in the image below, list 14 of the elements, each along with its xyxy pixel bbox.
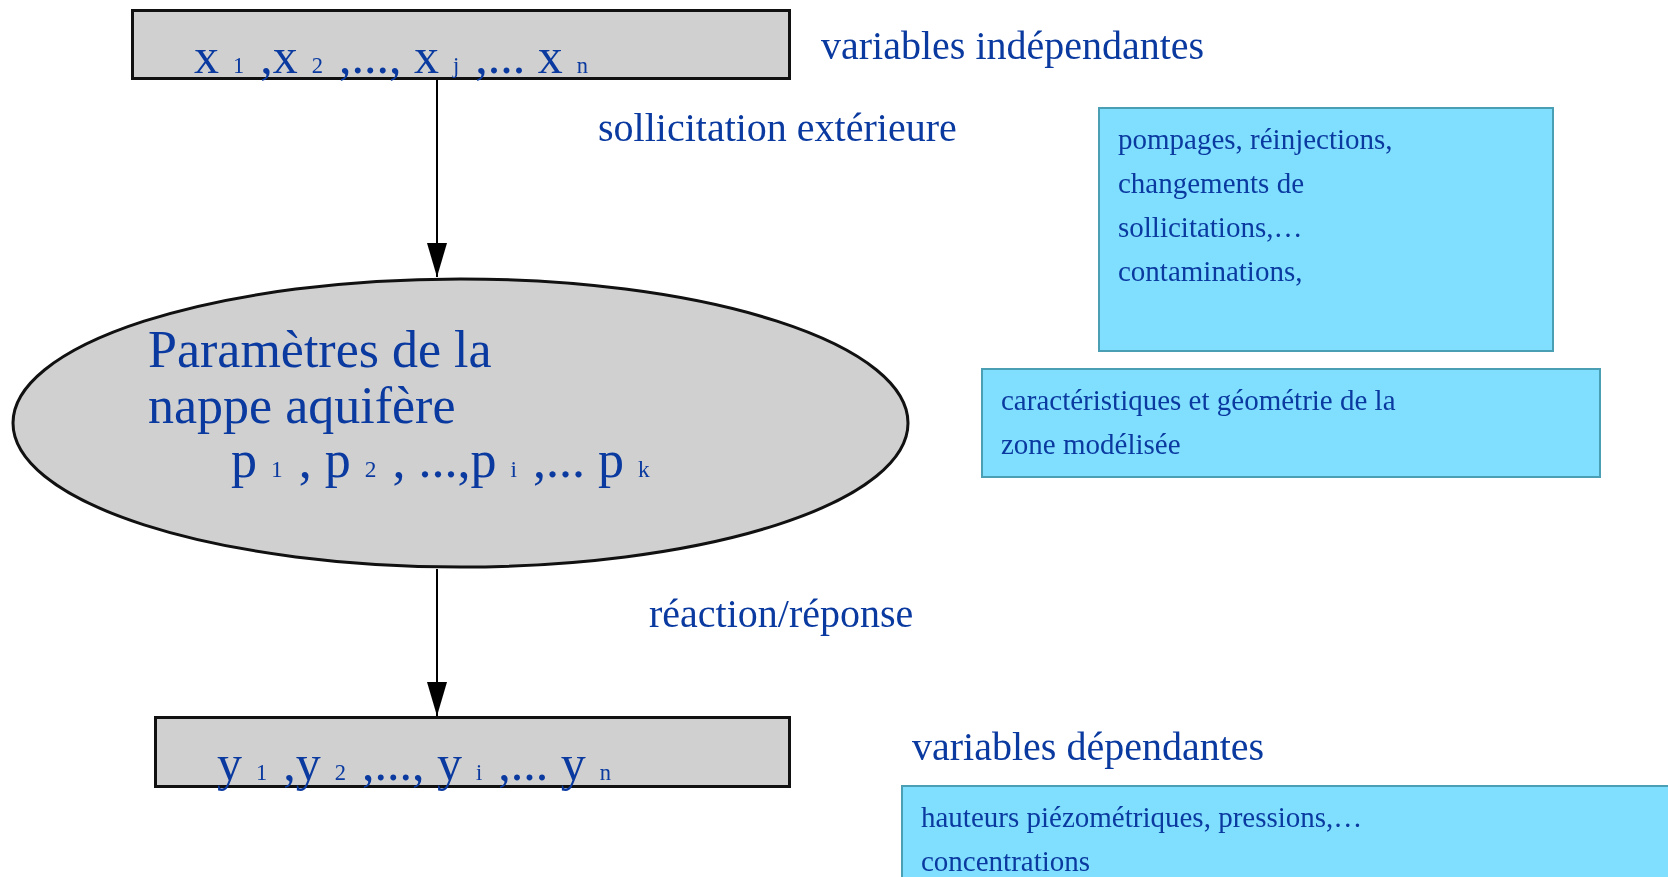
note-text: pompages, réinjections, changements de sollicitations,… contaminations, — [1118, 122, 1394, 289]
note-box — [901, 785, 1668, 877]
annotation-text: variables dépendantes — [912, 723, 1265, 770]
note-box — [1098, 107, 1554, 352]
variable-box — [131, 9, 791, 80]
note-box — [981, 368, 1601, 478]
arrow — [427, 79, 447, 278]
annotation-text: réaction/réponse — [649, 590, 914, 637]
annotation-text: variables indépendantes — [821, 22, 1205, 69]
note-text: hauteurs piézométriques, pressions,… concentrations — [921, 800, 1364, 877]
annotation-text: sollicitation extérieure — [598, 104, 957, 151]
arrow — [427, 568, 447, 717]
parameter-ellipse — [11, 277, 910, 569]
note-text: caractéristiques et géométrie de la zone modélisée — [1001, 383, 1397, 462]
